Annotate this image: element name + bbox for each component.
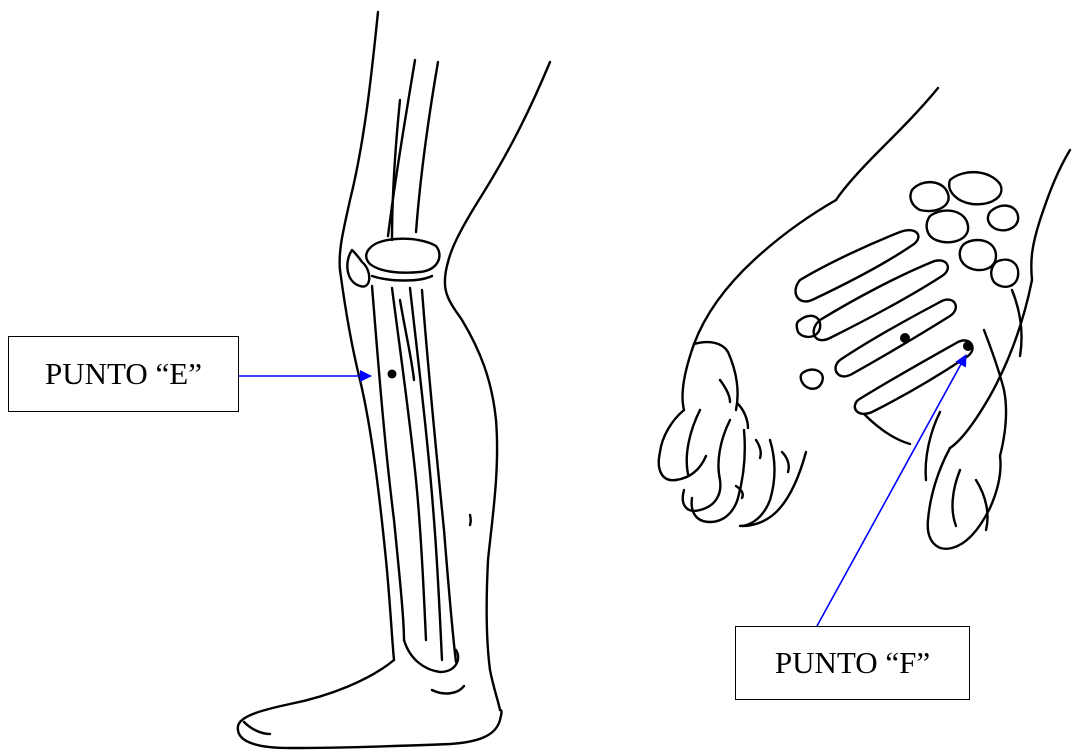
point-e-marker <box>388 370 397 379</box>
point-f-marker <box>963 341 973 351</box>
point-f-label: PUNTO “F” <box>735 626 970 700</box>
point-f-arrow <box>817 355 966 626</box>
point-e-label-text: PUNTO “E” <box>45 356 202 392</box>
point-e-label: PUNTO “E” <box>8 336 239 412</box>
hand-illustration <box>659 88 1070 549</box>
point-f-label-text: PUNTO “F” <box>775 645 930 681</box>
leg-illustration <box>238 12 550 748</box>
hand-point-marker <box>900 333 910 343</box>
